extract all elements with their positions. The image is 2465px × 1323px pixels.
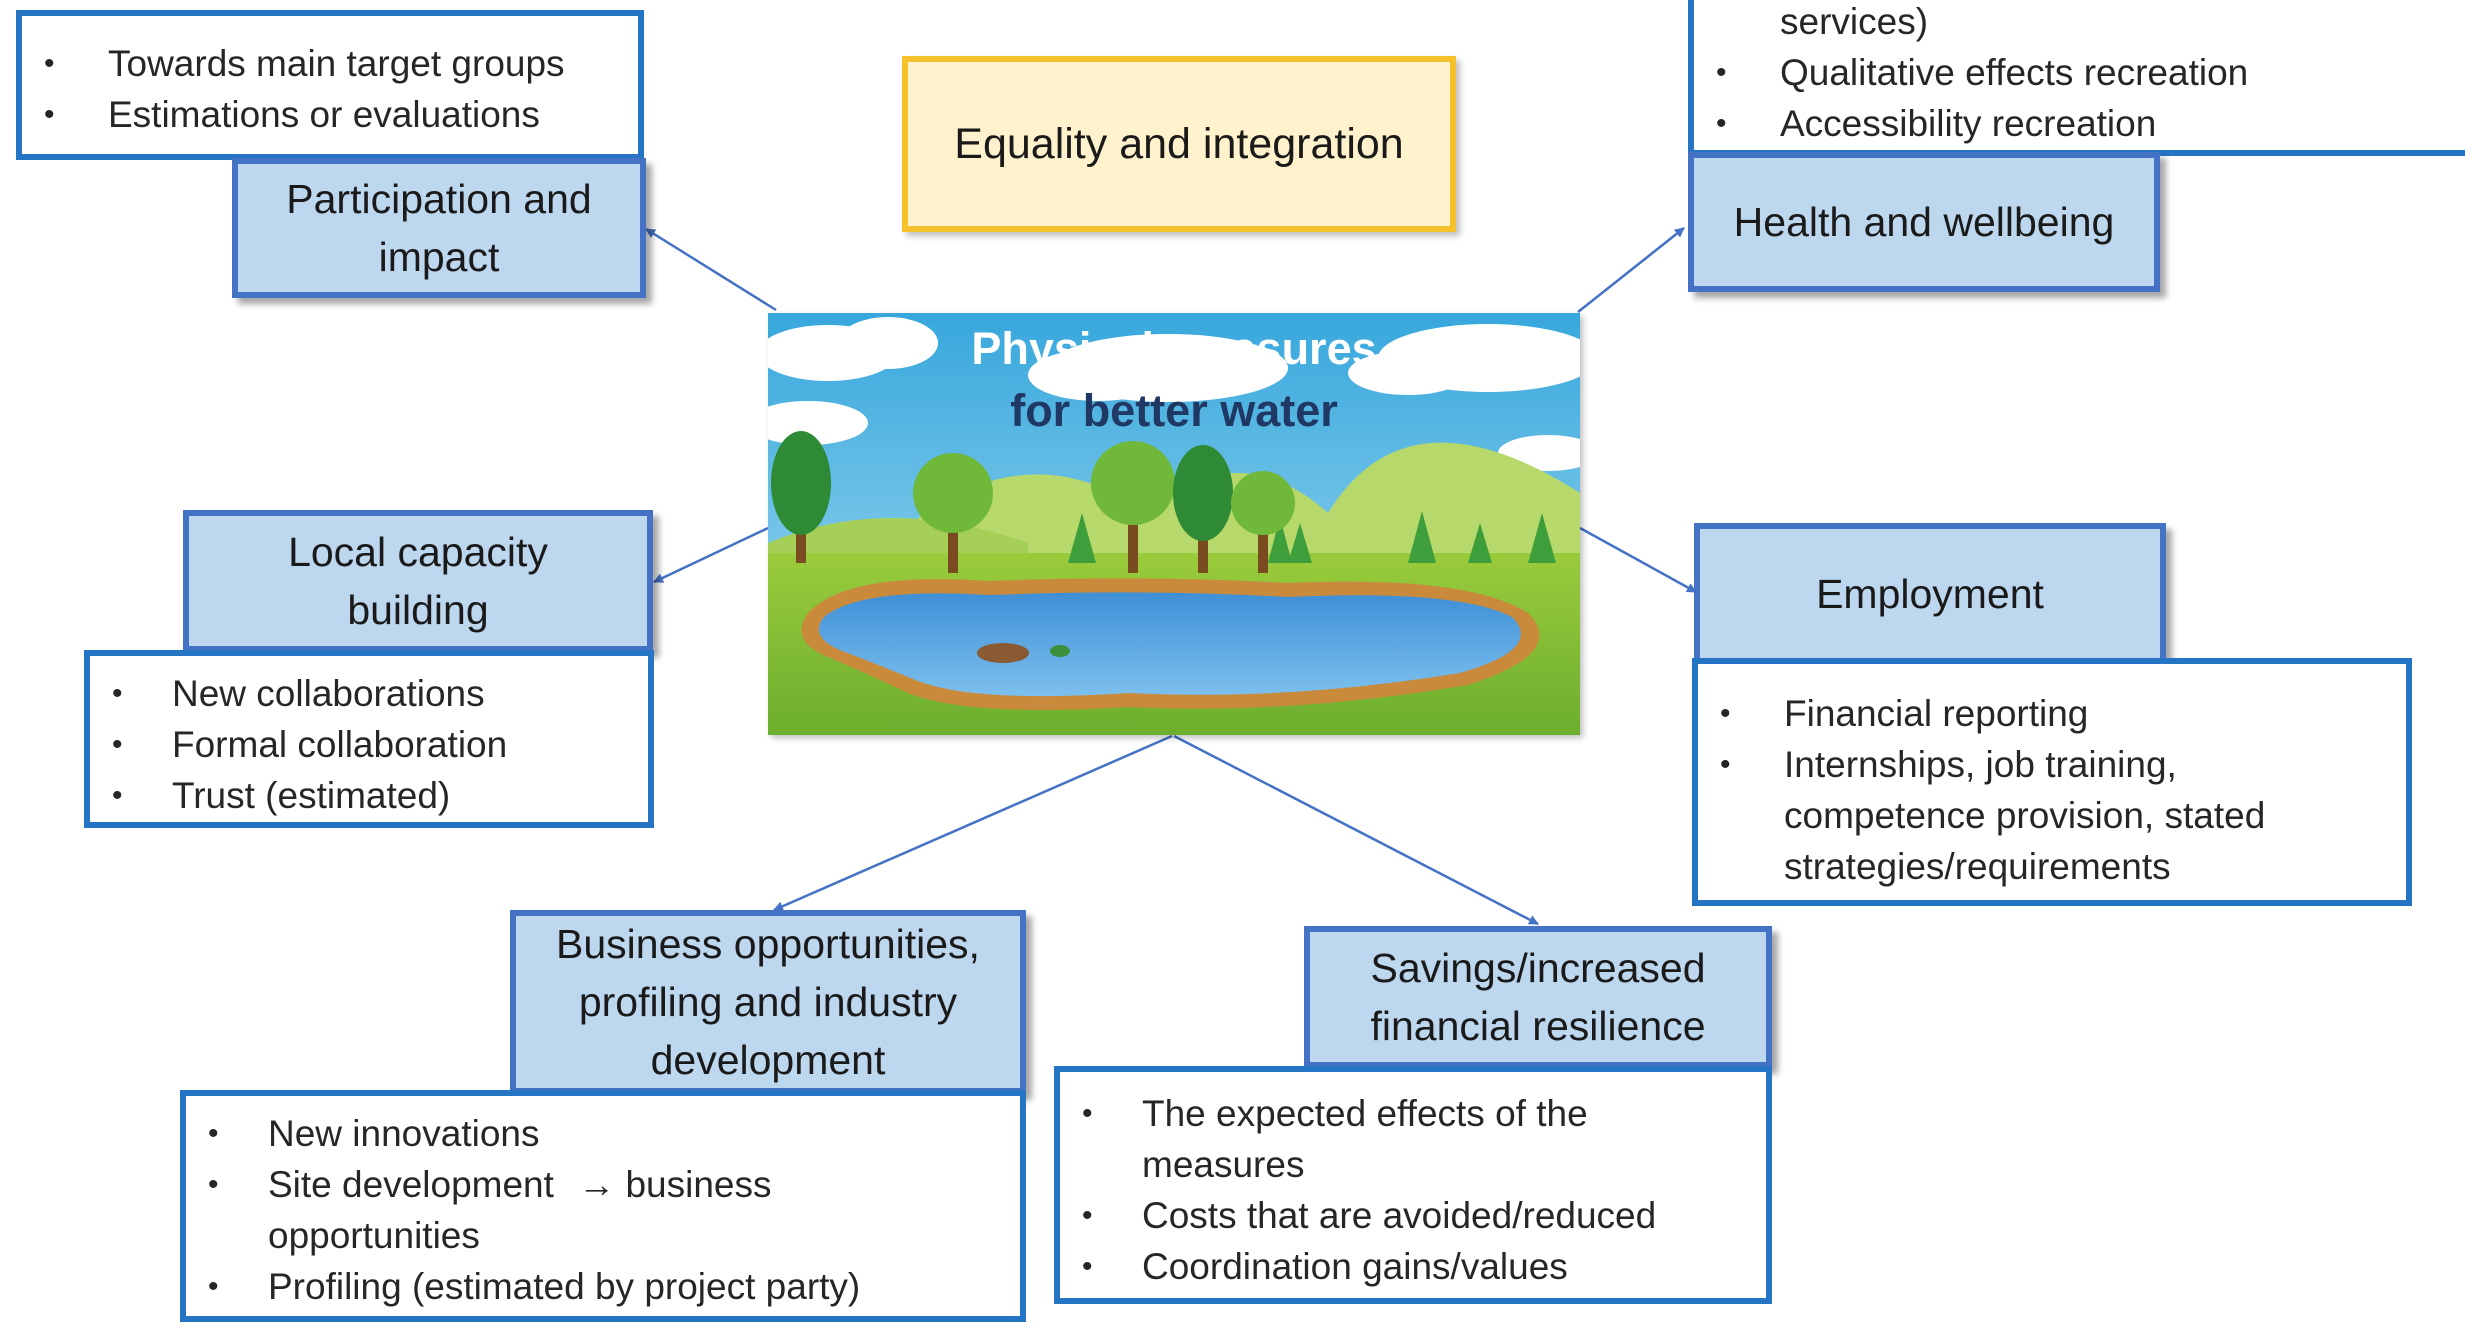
category-label: Savings/increased [1370,945,1706,991]
category-label: impact [378,234,500,280]
savings-category: Savings/increased financial resilience [1304,926,1772,1068]
savings-list: The expected effects of the measures Cos… [1054,1066,1772,1304]
employment-list: Financial reporting Internships, job tra… [1692,658,2412,906]
health-category: Health and wellbeing [1688,152,2160,292]
list-item: Qualitative effects recreation [1694,47,2465,98]
participation-category: Participation and impact [232,158,646,298]
list-item-continuation: competence provision, stated [1784,795,2266,836]
pond-landscape-illustration [768,313,1580,735]
list-item: Accessibility recreation [1694,98,2465,149]
arrow-to-savings [1173,734,1539,926]
equality-box: Equality and integration [902,56,1456,232]
list-item: Profiling (estimated by project party) [186,1261,1020,1312]
category-label: Employment [1816,571,2044,617]
category-label: profiling and industry [578,979,958,1025]
center-title-line1: Physical measures [971,323,1377,374]
list-item: The expected effects of the [1060,1088,1766,1139]
arrow-to-participation [645,227,777,312]
health-list: services) Qualitative effects recreation… [1688,0,2465,156]
list-item: Coordination gains/values [1060,1241,1766,1292]
arrow-to-business [773,734,1173,912]
category-label: Business opportunities, [556,921,980,967]
list-item-text: → business [578,1164,772,1205]
list-item: Estimations or evaluations [22,89,638,140]
list-item: Formal collaboration [90,719,648,770]
local-capacity-category: Local capacity building [183,510,653,652]
category-label: development [650,1037,886,1083]
local-capacity-list: New collaborations Formal collaboration … [84,650,654,828]
arrow-to-employment [1579,526,1697,594]
list-item-continuation: strategies/requirements [1784,846,2171,887]
arrow-to-health [1577,227,1685,313]
list-item-continuation: opportunities [268,1215,480,1256]
employment-category: Employment [1694,523,2166,665]
participation-list: Towards main target groups Estimations o… [16,10,644,160]
business-list: New innovations Site development → busin… [180,1090,1026,1322]
list-item: Financial reporting [1698,688,2406,739]
list-item: New collaborations [90,668,648,719]
list-item-continuation: measures [1142,1144,1305,1185]
list-item: New innovations [186,1108,1020,1159]
list-item-text: Site development [268,1164,554,1205]
category-label: Health and wellbeing [1733,199,2115,245]
center-title-line2: for better water [1010,385,1338,436]
arrow-to-local-capacity [653,526,769,584]
category-label: financial resilience [1370,1003,1706,1049]
list-item: Site development → business [186,1159,1020,1210]
list-item: services) [1780,1,1929,42]
list-item: Costs that are avoided/reduced [1060,1190,1766,1241]
category-label: Local capacity [288,529,548,575]
category-label: building [347,587,489,633]
category-label: Participation and [286,176,592,222]
list-item: Trust (estimated) [90,770,648,821]
equality-label: Equality and integration [954,119,1404,168]
list-item: Towards main target groups [22,38,638,89]
center-scene: Physical measures for better water [768,313,1580,735]
business-category: Business opportunities, profiling and in… [510,910,1026,1094]
list-item: Internships, job training, [1698,739,2406,790]
